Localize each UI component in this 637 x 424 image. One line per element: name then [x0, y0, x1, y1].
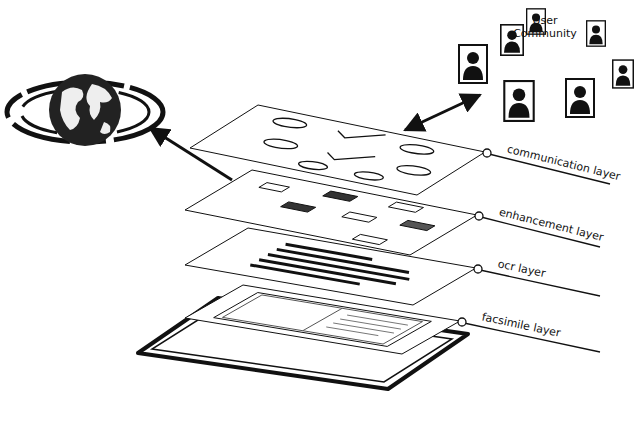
leader-lines	[458, 149, 610, 352]
group-label: User Community	[508, 14, 582, 40]
globe-icon	[7, 74, 163, 146]
arrow	[405, 95, 480, 130]
layer-label: ocr layer	[496, 258, 546, 281]
user-icons	[459, 9, 633, 121]
communication-sheet	[190, 105, 485, 195]
